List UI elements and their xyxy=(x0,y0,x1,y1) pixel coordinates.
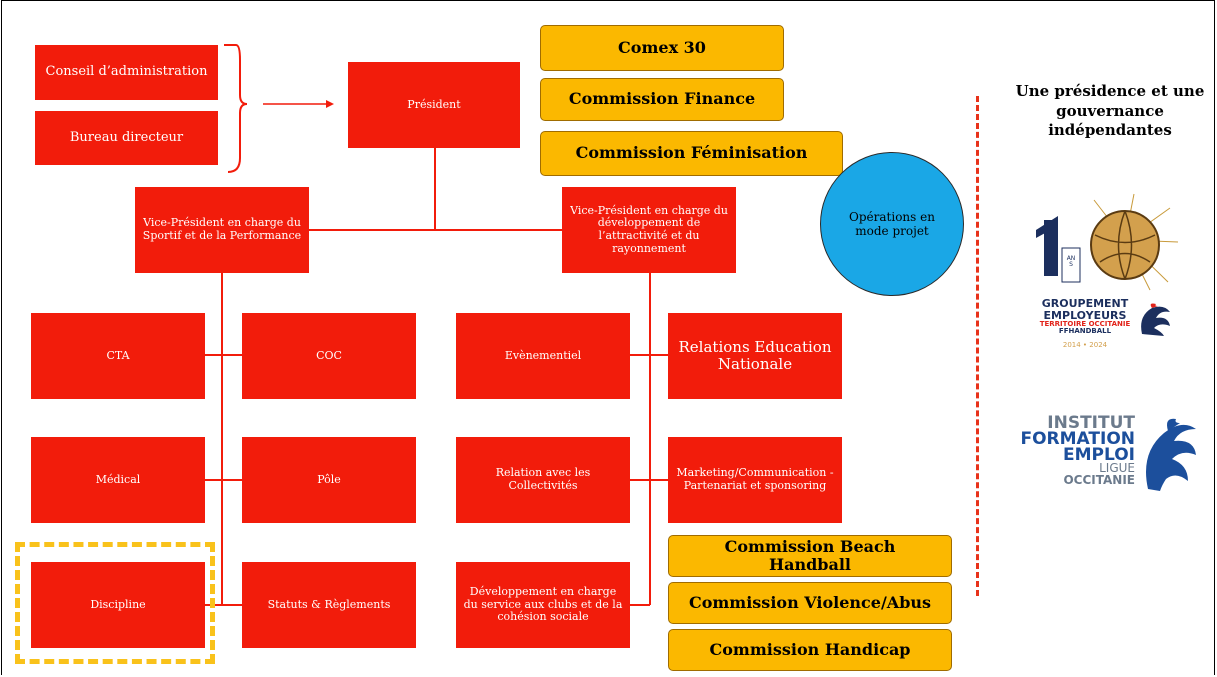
conseil-box: Conseil d’administration xyxy=(35,45,218,100)
bureau-box: Bureau directeur xyxy=(35,111,218,165)
operations-circle: Opérations en mode projet xyxy=(820,152,964,296)
developpement-box: Développement en charge du service aux c… xyxy=(456,562,630,648)
logo-ife-line2: FORMATION xyxy=(1020,429,1135,450)
logo-ge-line1: GROUPEMENT xyxy=(1041,297,1129,310)
dev-tick-1 xyxy=(630,354,668,356)
dev-tick-3 xyxy=(630,604,650,606)
collectivites-box: Relation avec les Collectivités xyxy=(456,437,630,523)
pole-box: Pôle xyxy=(242,437,416,523)
groupement-employeurs-logo: ANS 10 GROUPEMENT EMPLOYEURS TERRITOIRE … xyxy=(1030,190,1180,365)
commission-handicap: Commission Handicap xyxy=(668,629,952,671)
institut-formation-emploi-logo: INSTITUT FORMATION EMPLOI LIGUE OCCITANI… xyxy=(1000,413,1200,495)
marketing-box: Marketing/Communication - Partenariat et… xyxy=(668,437,842,523)
coc-box: COC xyxy=(242,313,416,399)
logo-years-label: ANS xyxy=(1066,255,1076,268)
commission-finance: Commission Finance xyxy=(540,78,784,121)
logo-ife-line3: EMPLOI xyxy=(1063,445,1135,466)
statuts-box: Statuts & Règlements xyxy=(242,562,416,648)
commission-comex: Comex 30 xyxy=(540,25,784,71)
bracket-and-arrow xyxy=(224,44,334,173)
dev-tick-2 xyxy=(630,479,668,481)
medical-box: Médical xyxy=(31,437,205,523)
logo-ge-line4: FFHANDBALL xyxy=(1058,327,1112,336)
sport-tick-1 xyxy=(205,354,242,356)
discipline-highlight xyxy=(15,542,215,664)
rooster-small-icon xyxy=(1141,303,1170,336)
logo-ge-line3: TERRITOIRE OCCITANIE xyxy=(1039,320,1131,329)
commission-violence: Commission Violence/Abus xyxy=(668,582,952,624)
commission-feminisation: Commission Féminisation xyxy=(540,131,843,176)
president-box: Président xyxy=(348,62,520,148)
sport-tick-3 xyxy=(205,604,242,606)
dashed-divider xyxy=(976,96,979,596)
vp-dev-box: Vice-Président en charge du développemen… xyxy=(562,187,736,273)
commission-beach: Commission Beach Handball xyxy=(668,535,952,577)
discipline-box: Discipline xyxy=(31,562,205,648)
logo-ge-years: 2014 • 2024 xyxy=(1062,340,1108,349)
education-box: Relations Education Nationale xyxy=(668,313,842,399)
vp-connector xyxy=(309,229,562,231)
anniversary-ball-icon xyxy=(1036,193,1179,291)
president-stem xyxy=(434,148,436,230)
dev-stem xyxy=(649,272,651,605)
rooster-large-icon xyxy=(1146,418,1196,491)
governance-text: Une présidence et une gouvernance indépe… xyxy=(1015,82,1205,139)
logo-ife-line4: LIGUE xyxy=(1099,461,1135,476)
sport-tick-2 xyxy=(205,479,242,481)
logo-ife-line1: INSTITUT xyxy=(1047,413,1135,433)
vp-sport-box: Vice-Président en charge du Sportif et d… xyxy=(135,187,309,273)
logo-ife-line5: OCCITANIE xyxy=(1063,472,1135,487)
logo-ge-line2: EMPLOYEURS xyxy=(1043,308,1127,322)
sport-stem xyxy=(221,272,223,605)
evenementiel-box: Evènementiel xyxy=(456,313,630,399)
logo-number: 10 xyxy=(1022,192,1023,193)
cta-box: CTA xyxy=(31,313,205,399)
